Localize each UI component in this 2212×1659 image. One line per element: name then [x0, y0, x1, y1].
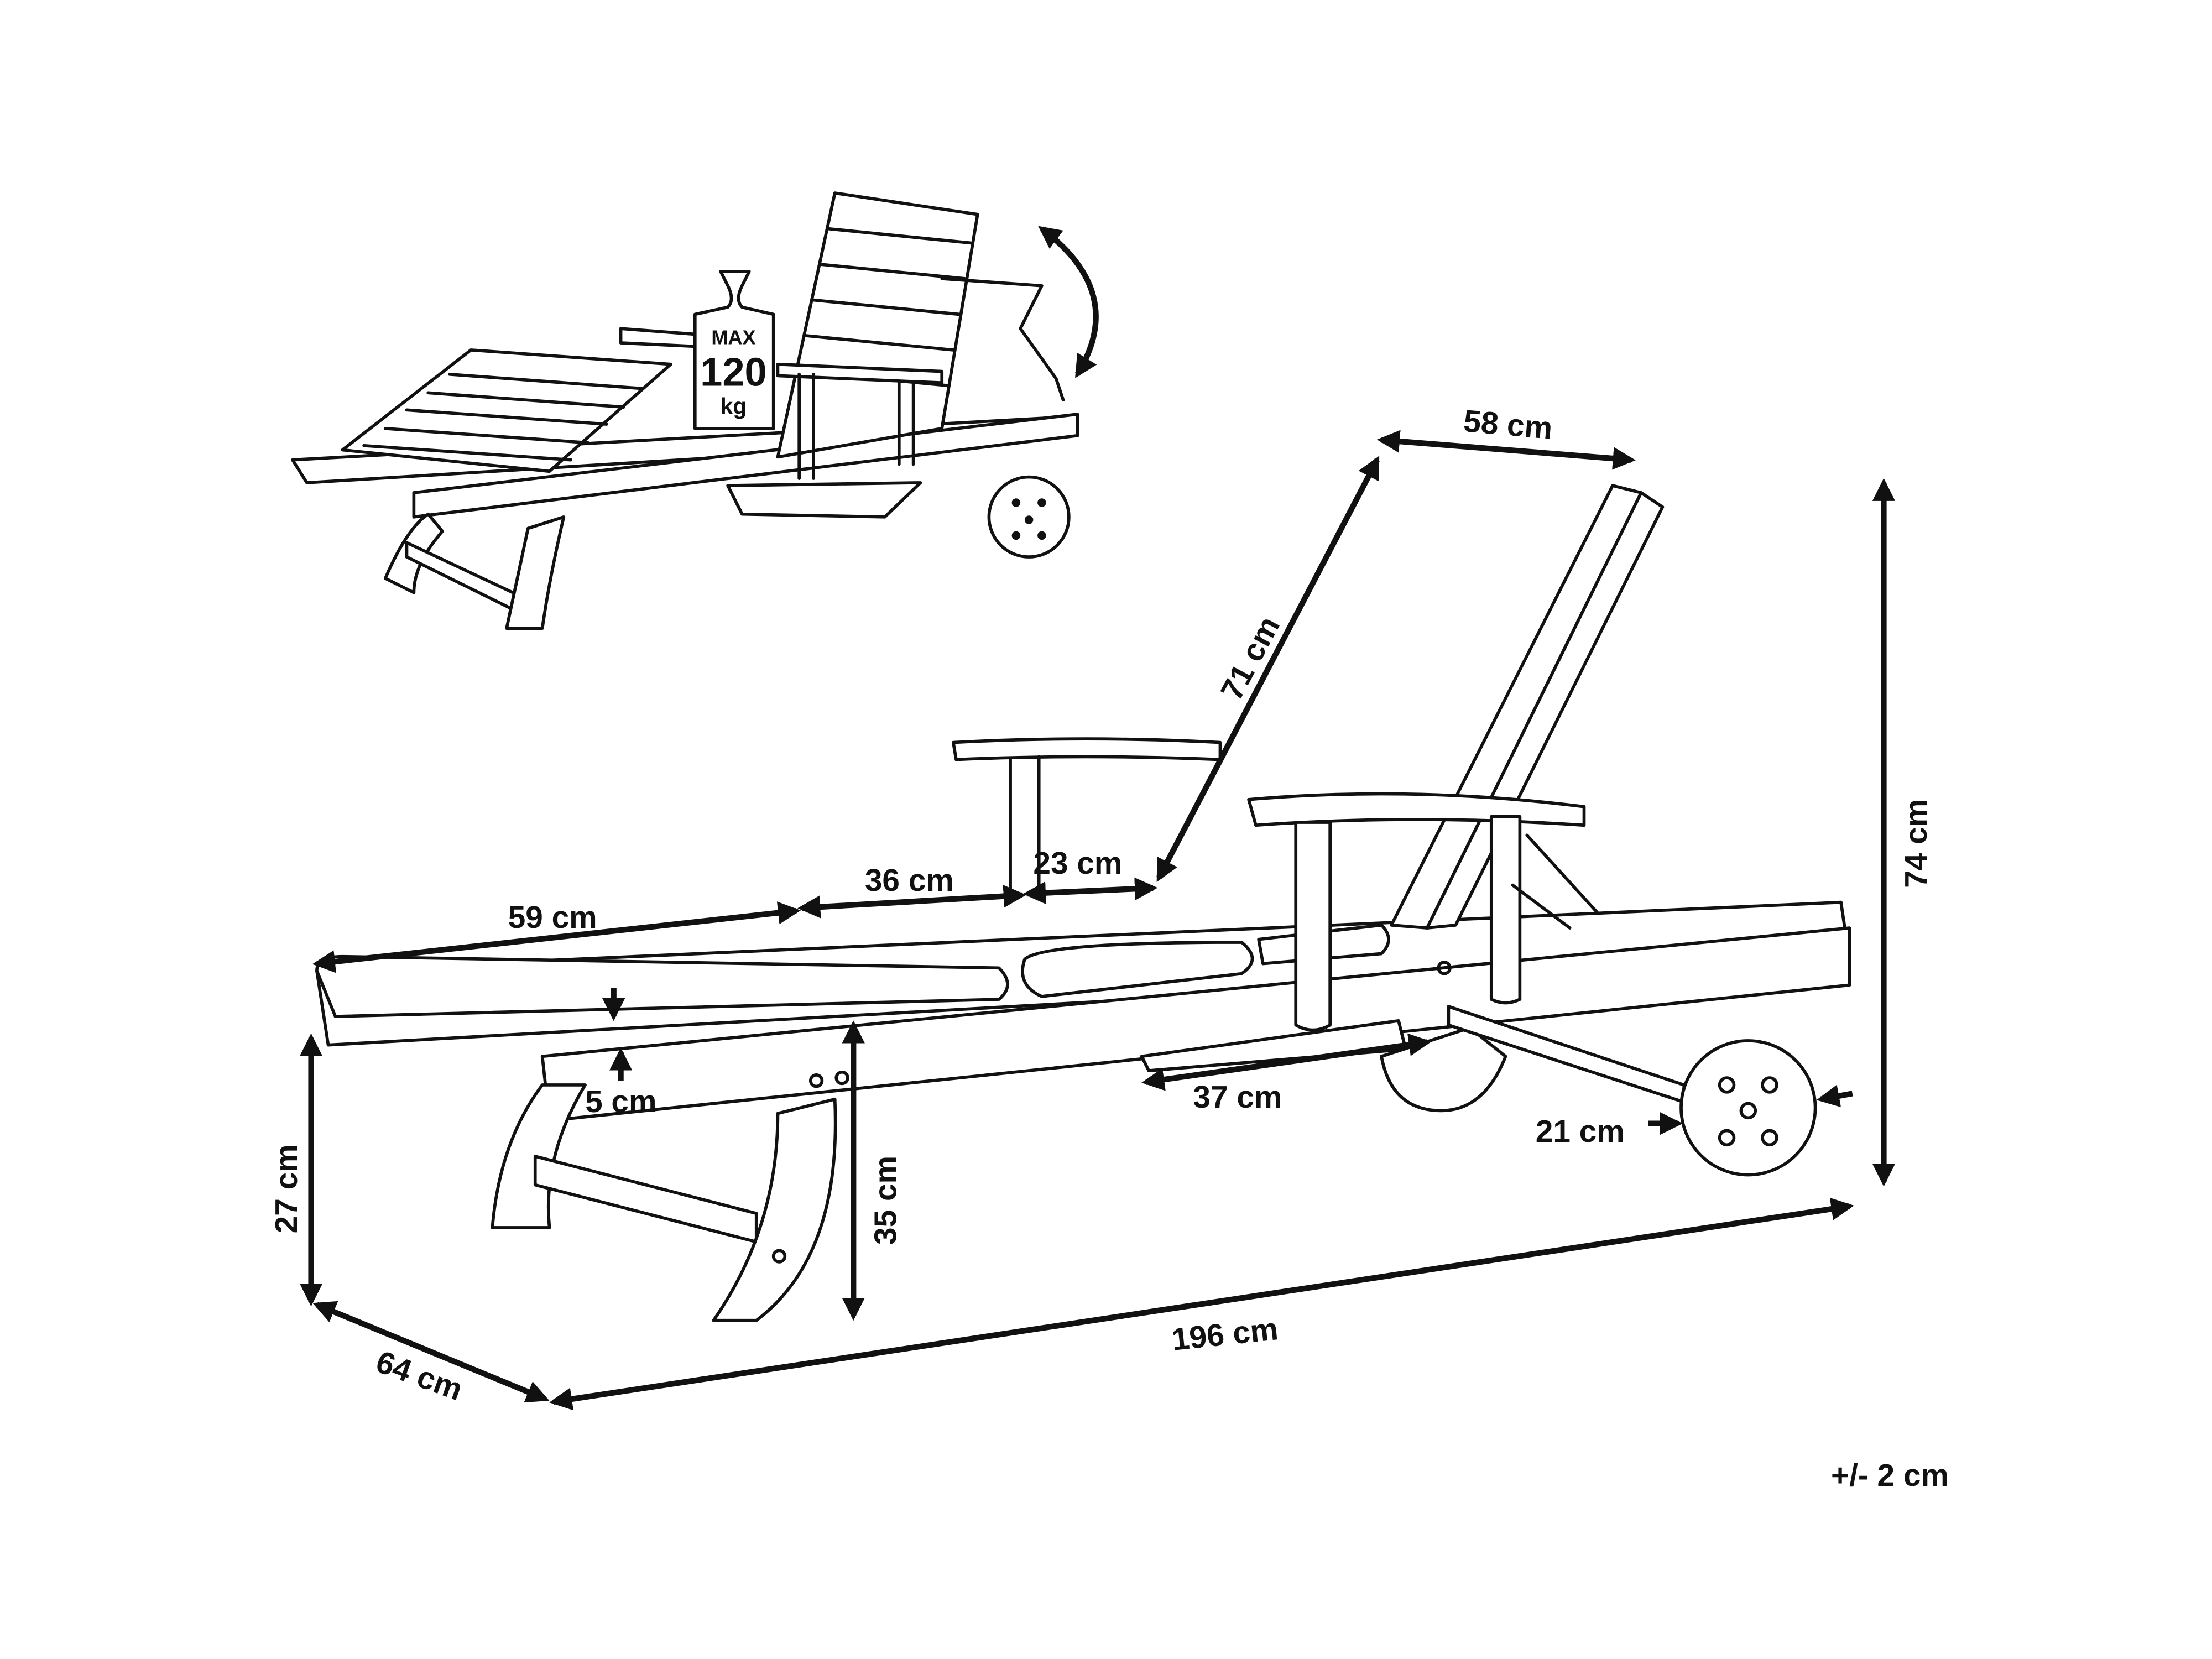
- weight-max-label: MAX: [711, 326, 755, 349]
- dimension-lines: [299, 430, 1896, 1411]
- label-seat-height: 35 cm: [869, 1156, 904, 1245]
- weight-value: 120: [700, 350, 767, 394]
- recline-arrow-icon: [1038, 226, 1099, 378]
- dimension-labels: 58 cm 71 cm 74 cm 59 cm 36 cm 23 cm 5 cm…: [269, 404, 1949, 1493]
- label-short-section: 23 cm: [1033, 846, 1122, 881]
- label-middle-section: 36 cm: [865, 863, 954, 898]
- label-foot-section: 59 cm: [508, 900, 597, 935]
- weight-unit: kg: [720, 394, 747, 419]
- small-lounger-illustration: MAX 120 kg: [291, 191, 1099, 630]
- label-wheel-diameter: 21 cm: [1536, 1114, 1625, 1149]
- weight-icon: [693, 270, 775, 430]
- label-cushion-thickness: 5 cm: [585, 1084, 656, 1119]
- label-total-length: 196 cm: [1170, 1312, 1280, 1358]
- label-backrest-width: 58 cm: [1462, 404, 1554, 446]
- label-total-height: 74 cm: [1899, 799, 1934, 888]
- tolerance-note: +/- 2 cm: [1831, 1458, 1949, 1493]
- label-total-width: 64 cm: [372, 1344, 467, 1407]
- label-frame-height: 27 cm: [269, 1144, 304, 1233]
- label-tray-width: 37 cm: [1193, 1080, 1282, 1115]
